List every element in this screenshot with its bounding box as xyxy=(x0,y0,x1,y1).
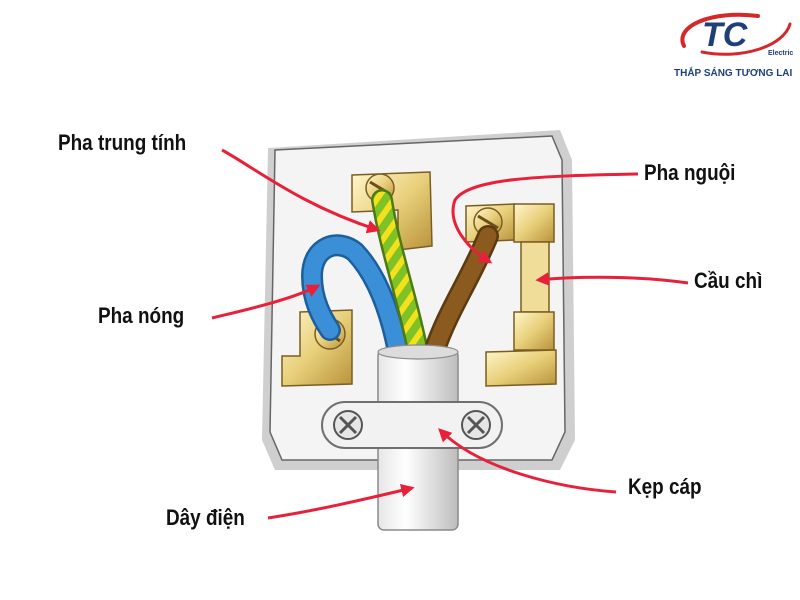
pointer-arrows xyxy=(211,148,689,520)
label-neutral: Pha trung tính xyxy=(58,130,187,155)
cable-clamp xyxy=(321,401,503,449)
label-clamp: Kẹp cáp xyxy=(628,474,702,499)
wires xyxy=(300,189,499,363)
logo-tagline: THẮP SÁNG TƯƠNG LAI xyxy=(674,68,793,79)
label-cold: Pha nguội xyxy=(644,160,736,185)
logo-subtitle: Electric xyxy=(768,50,794,57)
logo-mark: TC xyxy=(702,16,748,54)
arrow-neutral xyxy=(221,148,381,234)
arrow-fuse xyxy=(535,272,689,286)
arrow-live xyxy=(211,284,321,320)
arrow-cable xyxy=(267,483,415,520)
tc-electric-logo: TC Electric THẮP SÁNG TƯƠNG LAI xyxy=(672,6,800,86)
tc-logo-mark-icon: TC xyxy=(680,12,792,56)
label-fuse: Cầu chì xyxy=(694,268,763,293)
arrow-cold xyxy=(451,172,639,264)
arrow-clamp xyxy=(438,428,617,494)
label-cable: Dây điện xyxy=(166,505,245,530)
label-live: Pha nóng xyxy=(98,303,185,328)
